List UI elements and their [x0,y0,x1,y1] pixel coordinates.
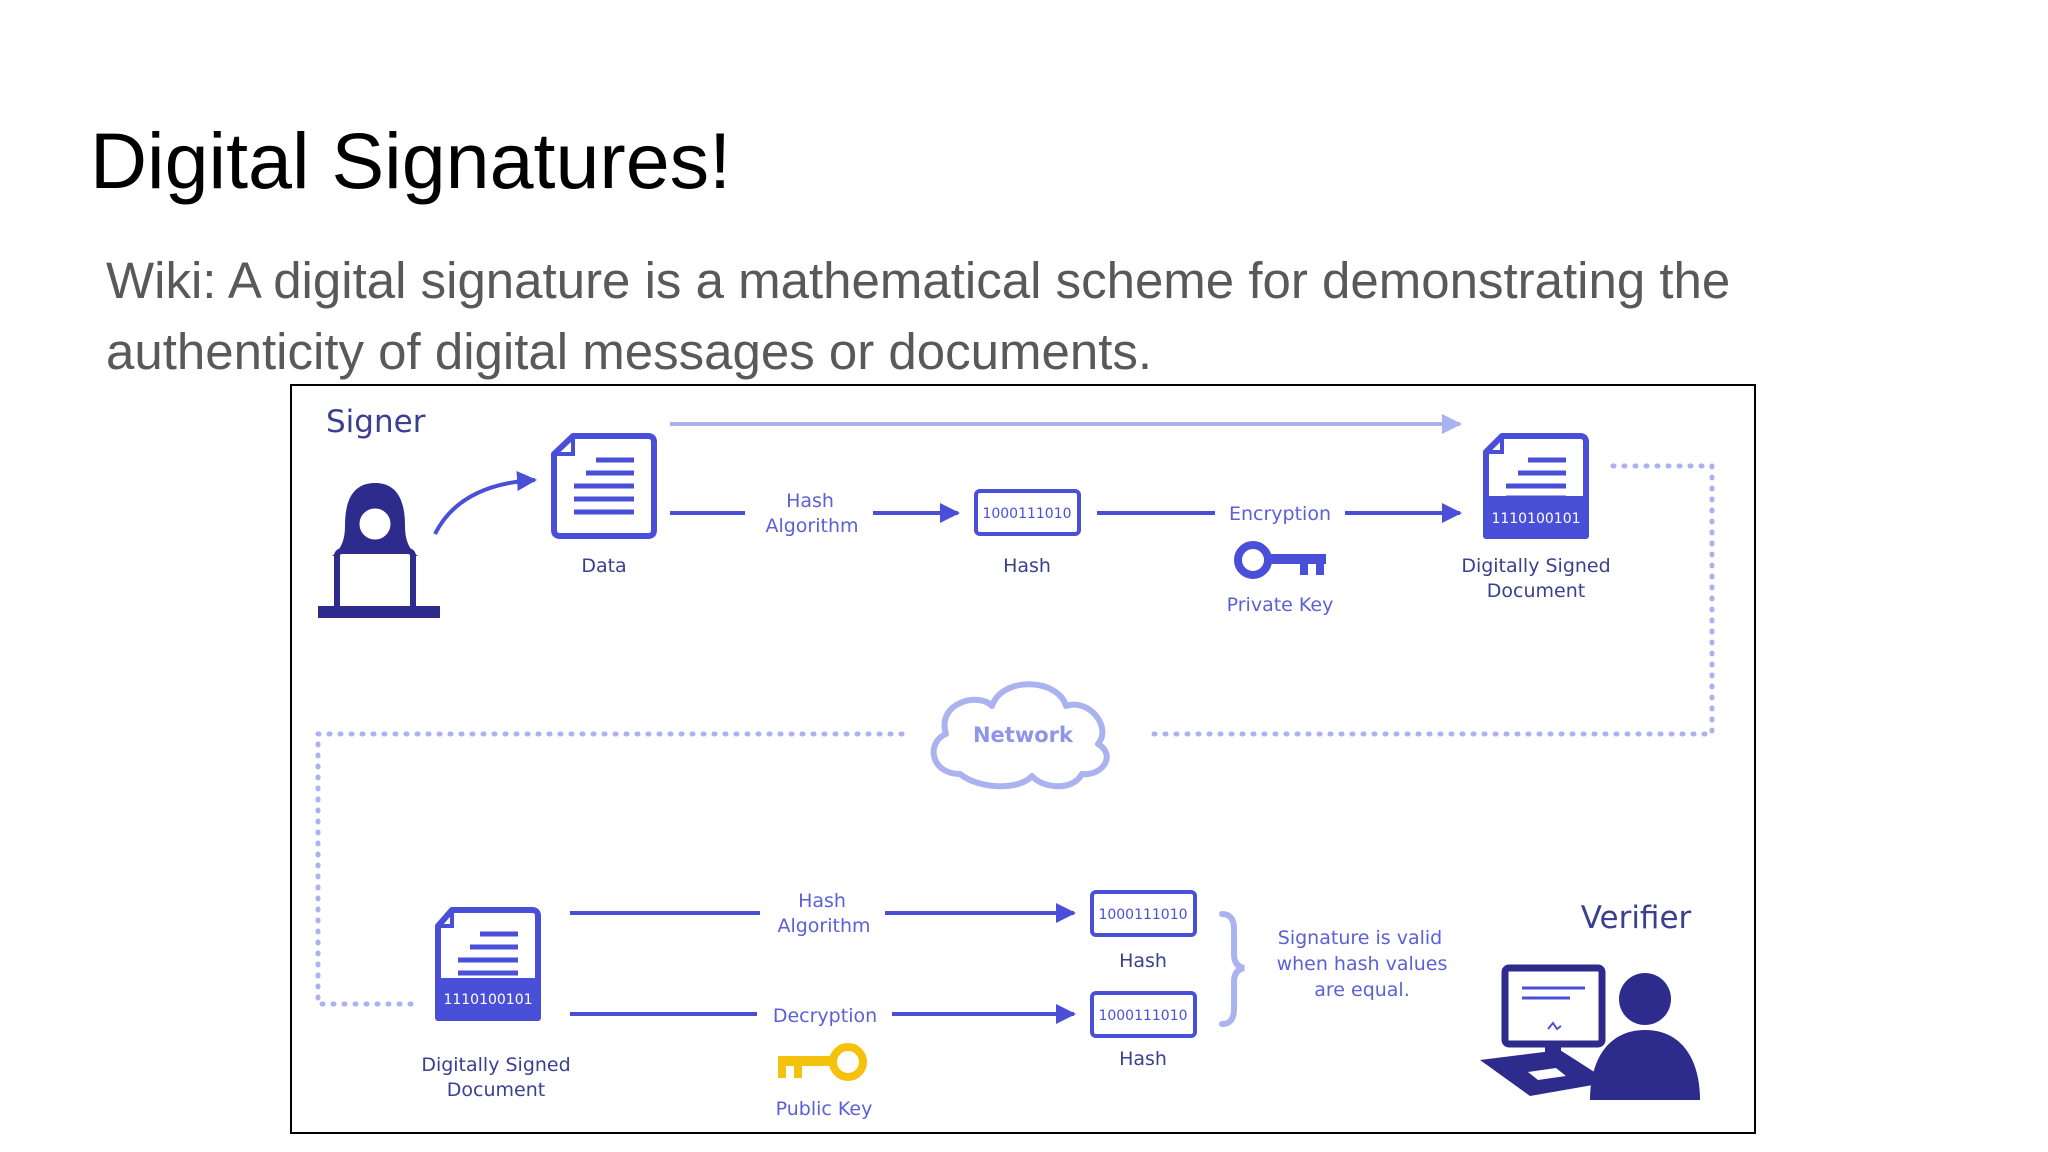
signer-hash-algorithm-label-2: Algorithm [765,515,858,537]
private-key-label: Private Key [1227,594,1334,616]
decryption-label: Decryption [773,1005,877,1027]
valid-note-line-2: when hash values [1277,953,1448,975]
verifier-signed-value: 1110100101 [443,992,532,1008]
private-key-icon [1234,541,1326,579]
verifier-hash-box-bottom [1090,991,1197,1038]
verifier-hash-label-top: Hash [1119,950,1167,972]
valid-note-line-1: Signature is valid [1278,927,1442,949]
signer-title: Signer [326,404,426,440]
verifier-signed-doc-label-2: Document [447,1079,545,1101]
public-key-label: Public Key [776,1098,873,1120]
verifier-hash-value-top: 1000111010 [1098,907,1187,923]
verifier-hash-value-bottom: 1000111010 [1098,1008,1187,1024]
slide-body-text: Wiki: A digital signature is a mathemati… [106,252,1731,380]
signer-signed-value: 1110100101 [1491,511,1580,527]
verifier-hash-label-bottom: Hash [1119,1048,1167,1070]
signer-signed-doc-label-1: Digitally Signed [1461,555,1610,577]
hash-compare-brace [1219,911,1245,1027]
network-path-right [1143,463,1715,737]
verifier-signed-document-icon [435,907,541,1021]
signer-signed-document-icon [1483,433,1589,539]
verifier-hash-algorithm-label-1: Hash [798,890,846,912]
encryption-label: Encryption [1229,503,1331,525]
public-key-icon [778,1043,867,1081]
signer-signed-doc-label-2: Document [1487,580,1585,602]
verifier-hash-algorithm-label-2: Algorithm [777,915,870,937]
signer-hash-box [974,489,1081,536]
verifier-signed-doc-label-1: Digitally Signed [421,1054,570,1076]
signer-hash-algorithm-label-1: Hash [786,490,834,512]
signer-hash-label: Hash [1003,555,1051,577]
network-label: Network [973,723,1074,747]
verifier-title: Verifier [1581,900,1692,936]
slide-title: Digital Signatures! [90,116,732,205]
digital-signature-diagram: Signer Data Hash Algorithm 1000111010 Ha… [290,384,1756,1134]
signer-person-icon [318,483,440,618]
verifier-computer-person-icon [1480,964,1700,1100]
network-cloud-icon [930,681,1110,790]
data-label: Data [581,555,626,577]
verifier-hash-box-top [1090,890,1197,937]
signer-to-data-arrow [433,470,537,535]
data-document-icon [551,433,657,539]
signer-hash-value: 1000111010 [982,506,1071,522]
network-path-left [315,731,905,1007]
valid-note-line-3: are equal. [1314,979,1410,1001]
